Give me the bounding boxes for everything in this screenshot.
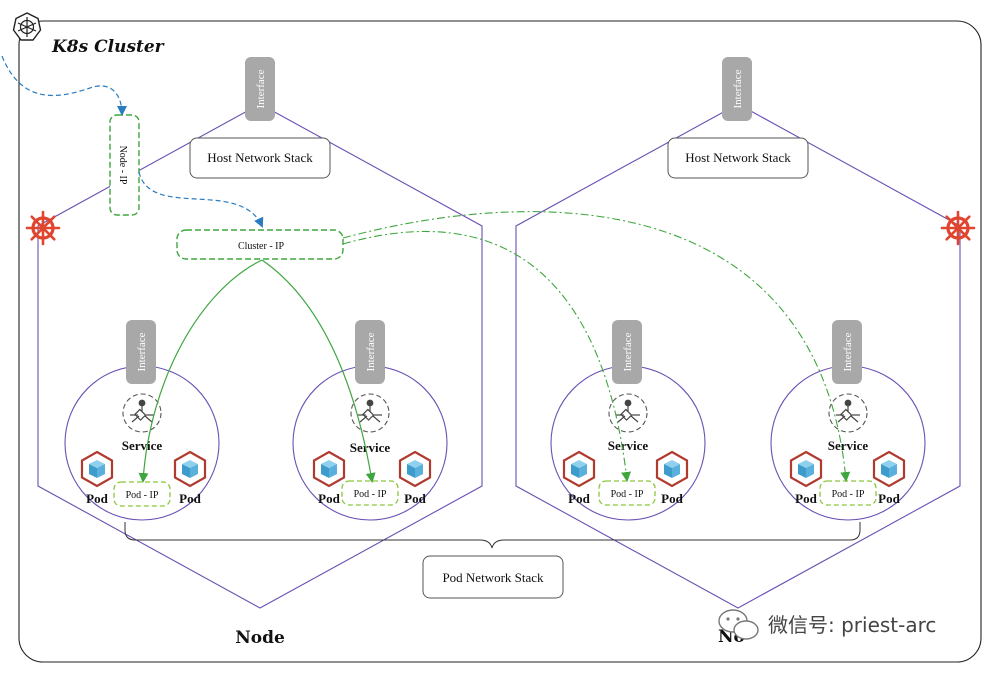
pod-label: Pod bbox=[795, 491, 817, 506]
pod-label: Pod bbox=[179, 491, 201, 506]
node-ip-box: Node - IP bbox=[109, 114, 140, 216]
pod-label: Pod bbox=[568, 491, 590, 506]
pod-label: Pod bbox=[318, 491, 340, 506]
cluster-frame bbox=[18, 20, 982, 663]
svg-text:Pod - IP: Pod - IP bbox=[354, 489, 387, 500]
pod-cube-icon bbox=[872, 450, 906, 488]
svg-text:Pod Network Stack: Pod Network Stack bbox=[442, 570, 544, 585]
svg-text:Interface: Interface bbox=[365, 332, 377, 371]
cluster-ip-box: Cluster - IP bbox=[176, 229, 344, 260]
pod-cube-icon bbox=[398, 450, 432, 488]
pod-label: Pod bbox=[661, 491, 683, 506]
node-interface-right: Interface bbox=[722, 57, 752, 121]
helm-wheel-icon bbox=[25, 210, 61, 246]
cluster-title: K8s Cluster bbox=[51, 37, 165, 57]
node-interface-left: Interface bbox=[245, 57, 275, 121]
node-ip-to-cluster-ip-flow bbox=[138, 171, 264, 228]
pod-label: Pod bbox=[404, 491, 426, 506]
svg-text:Host Network Stack: Host Network Stack bbox=[685, 150, 791, 165]
svg-text:Interface: Interface bbox=[732, 69, 744, 108]
pod-cube-icon bbox=[789, 450, 823, 488]
svg-text:Node - IP: Node - IP bbox=[117, 146, 128, 185]
pod-label: Pod bbox=[878, 491, 900, 506]
node-hexagon-left bbox=[37, 103, 483, 609]
svg-text:Interface: Interface bbox=[136, 332, 148, 371]
pod-network-brace bbox=[124, 522, 861, 549]
service-label: Service bbox=[350, 440, 391, 455]
helm-wheel-icon bbox=[940, 210, 976, 246]
pod-cube-icon bbox=[80, 450, 114, 488]
pod-ip-box: Pod - IP bbox=[819, 480, 877, 506]
pod-ip-box: Pod - IP bbox=[113, 481, 171, 507]
pod-cube-icon bbox=[173, 450, 207, 488]
pod-interface: Interface bbox=[126, 320, 156, 384]
pod-ip-box: Pod - IP bbox=[598, 480, 656, 506]
watermark-text: 微信号: priest-arc bbox=[768, 613, 936, 637]
pod-cube-icon bbox=[562, 450, 596, 488]
external-to-node-ip-flow bbox=[1, 55, 127, 116]
service-icon bbox=[122, 393, 162, 433]
wechat-icon bbox=[718, 609, 759, 640]
service-icon bbox=[608, 393, 648, 433]
pod-interface: Interface bbox=[832, 320, 862, 384]
svg-text:Pod - IP: Pod - IP bbox=[611, 489, 644, 500]
cluster-ip-to-pod-flow bbox=[261, 259, 376, 483]
cluster-ip-to-remote-pod-flow bbox=[342, 230, 632, 482]
pod-interface: Interface bbox=[612, 320, 642, 384]
service-label: Service bbox=[608, 438, 649, 453]
pod-network-stack-box: Pod Network Stack bbox=[422, 555, 564, 599]
host-network-stack-left: Host Network Stack bbox=[189, 137, 331, 179]
svg-text:Cluster - IP: Cluster - IP bbox=[238, 241, 285, 252]
watermark: 微信号: priest-arc bbox=[718, 609, 936, 640]
svg-text:Interface: Interface bbox=[842, 332, 854, 371]
pod-interface: Interface bbox=[355, 320, 385, 384]
svg-text:Interface: Interface bbox=[255, 69, 267, 108]
pod-ip-box: Pod - IP bbox=[341, 480, 399, 506]
service-label: Service bbox=[828, 438, 869, 453]
pod-cube-icon bbox=[312, 450, 346, 488]
host-network-stack-right: Host Network Stack bbox=[667, 137, 809, 179]
cluster-ip-to-remote-pod-flow bbox=[342, 211, 851, 482]
service-label: Service bbox=[122, 438, 163, 453]
kubernetes-logo-icon bbox=[12, 12, 42, 41]
svg-text:Pod - IP: Pod - IP bbox=[126, 490, 159, 501]
service-icon bbox=[828, 393, 868, 433]
svg-text:Interface: Interface bbox=[622, 332, 634, 371]
pod-label: Pod bbox=[86, 491, 108, 506]
pod-cube-icon bbox=[655, 450, 689, 488]
node-label-left: Node bbox=[235, 628, 285, 648]
svg-text:Host Network Stack: Host Network Stack bbox=[207, 150, 313, 165]
svg-text:Pod - IP: Pod - IP bbox=[832, 489, 865, 500]
node-hexagon-right bbox=[515, 103, 961, 609]
cluster-ip-to-pod-flow bbox=[138, 259, 263, 483]
